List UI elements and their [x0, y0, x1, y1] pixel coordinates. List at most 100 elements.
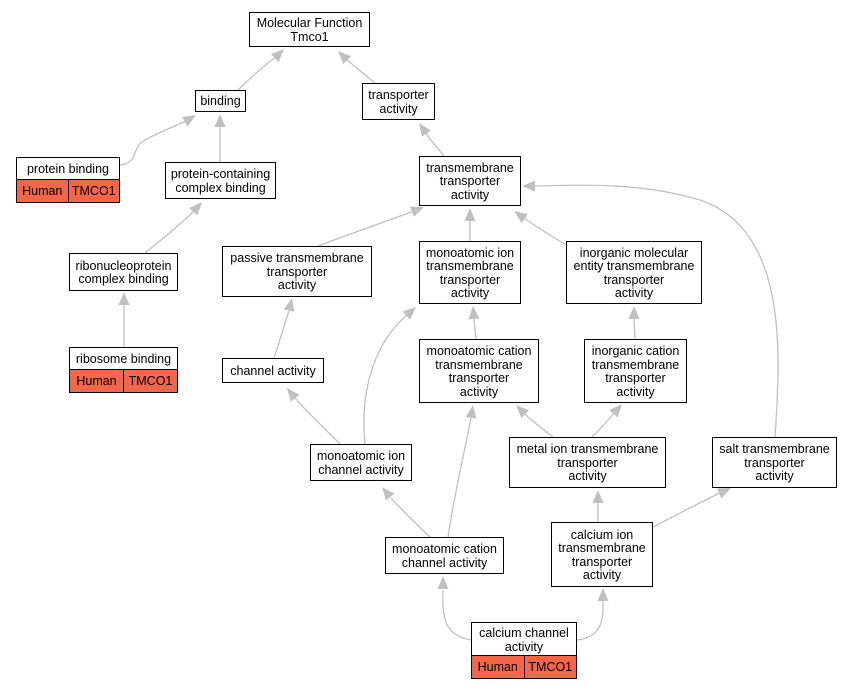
term-label-line: transmembrane: [426, 259, 514, 273]
edge-line: [390, 497, 431, 538]
arrowhead-icon: [270, 49, 284, 63]
term-label-line: calcium channel: [479, 626, 569, 640]
edge-calcium_ion_transmembrane_transporter_activity-to-salt_transmembrane_transporter_activity: [652, 488, 731, 528]
term-label-line: ribosome binding: [75, 352, 172, 367]
edge-inorganic_cation_transmembrane_transporter_activity-to-inorganic_molecular_entity_transmembrane_transporter_activity: [628, 306, 640, 340]
edge-calcium_channel_activity-to-monoatomic_cation_channel_activity: [437, 576, 472, 641]
edge-line: [119, 120, 187, 166]
edge-salt_transmembrane_transporter_activity-to-transmembrane_transporter_activity: [522, 180, 779, 438]
edge-line: [273, 310, 290, 359]
term-node-binding[interactable]: binding: [195, 90, 246, 112]
arrowhead-icon: [382, 487, 395, 501]
arrowhead-icon: [118, 292, 130, 305]
arrowhead-icon: [287, 388, 300, 402]
edge-line: [534, 184, 779, 438]
edge-line: [524, 413, 554, 438]
term-label-line: monoatomic cation: [426, 344, 532, 358]
edge-line: [144, 210, 195, 254]
term-label-line: channel activity: [401, 555, 488, 570]
term-label-line: inorganic cation: [591, 344, 680, 358]
edge-metal_ion_transmembrane_transporter_activity-to-monoatomic_cation_transmembrane_transporter_activity: [516, 405, 554, 438]
term-label-line: inorganic molecular: [579, 245, 689, 260]
term-label-line: Molecular Function: [256, 16, 363, 30]
arrowhead-icon: [609, 404, 622, 418]
term-label-line: Tmco1: [290, 29, 329, 44]
term-label-line: activity: [379, 101, 418, 116]
term-label-line: transmembrane: [558, 541, 646, 555]
edge-line: [576, 600, 604, 641]
arrowhead-icon: [465, 405, 477, 419]
edge-line: [652, 492, 721, 528]
edge-transporter_activity-to-molecular_function: [338, 51, 376, 84]
term-label-line: activity: [504, 639, 544, 654]
term-label: binding: [196, 91, 245, 113]
term-label-line: transmembrane: [435, 357, 523, 372]
term-label-line: metal ion transmembrane: [516, 442, 659, 457]
edge-binding-to-molecular_function: [237, 49, 284, 91]
term-label-line: transporter: [266, 264, 328, 279]
arrowhead-icon: [516, 405, 530, 419]
term-label-line: activity: [450, 187, 490, 202]
term-label-line: monoatomic ion: [316, 449, 406, 463]
term-label-line: entity transmembrane: [573, 259, 695, 273]
term-label-line: transporter: [744, 455, 805, 470]
term-label-line: transporter: [368, 88, 429, 102]
term-label: channel activity: [223, 359, 323, 384]
annotation-species: Human: [22, 184, 63, 198]
term-label-line: activity: [277, 278, 317, 293]
term-label-line: ribonucleoprotein: [75, 258, 172, 273]
edge-ribosome_binding-to-ribonucleoprotein_complex_binding: [118, 292, 130, 347]
edge-calcium_ion_transmembrane_transporter_activity-to-metal_ion_transmembrane_transporter_activity: [592, 490, 604, 522]
annotation-gene: TMCO1: [523, 656, 577, 678]
term-label-line: activity: [450, 286, 490, 300]
term-label-line: activity: [568, 469, 607, 484]
arrowhead-icon: [283, 298, 295, 312]
edge-line: [237, 56, 277, 91]
edge-line: [523, 217, 567, 246]
edge-line: [633, 318, 636, 340]
term-label-line: transmembrane: [426, 160, 514, 175]
term-label-line: transporter: [439, 174, 501, 189]
annotation-species: Human: [477, 660, 518, 674]
edge-line: [345, 58, 376, 84]
edge-line: [317, 210, 415, 247]
arrowhead-icon: [409, 206, 424, 217]
term-label-line: activity: [582, 568, 622, 582]
edge-line: [473, 318, 477, 340]
term-node-channel-activity[interactable]: channel activity: [222, 358, 324, 383]
term-label-line: activity: [614, 286, 654, 300]
